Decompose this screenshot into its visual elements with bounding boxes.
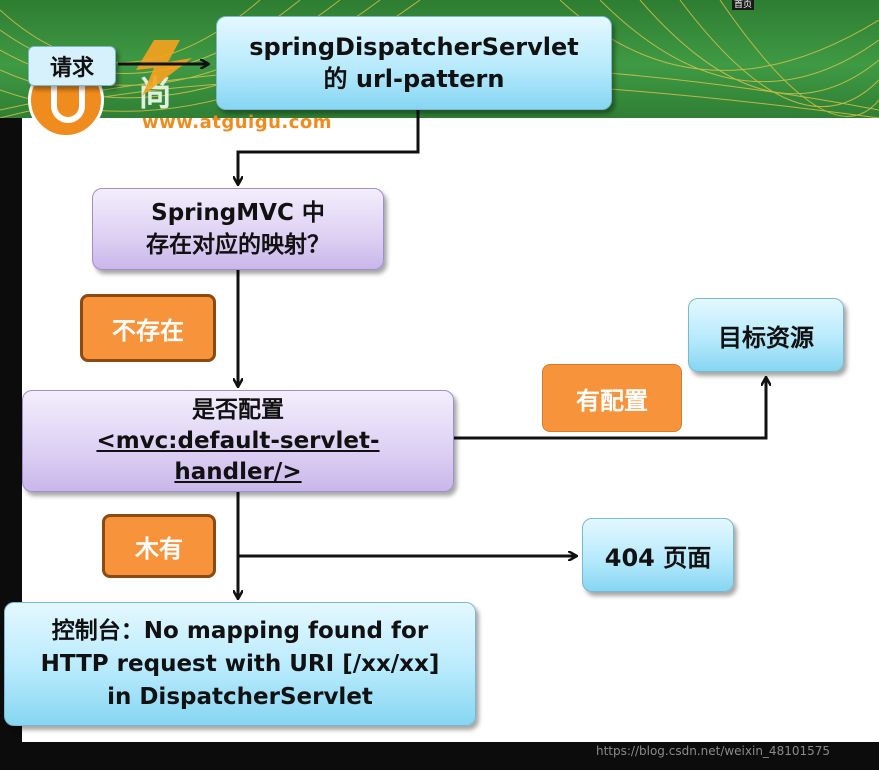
config-line-2: <mvc:default-servlet- (96, 427, 380, 454)
mapping-line-1: SpringMVC 中 (151, 200, 325, 226)
arrow-config-to-target (454, 378, 766, 440)
bottom-frame (0, 742, 879, 770)
config-line-1: 是否配置 (192, 396, 284, 423)
dispatcher-line-2: 的 url-pattern (323, 65, 505, 93)
mapping-check-node: SpringMVC 中 存在对应的映射？ (92, 188, 384, 270)
label-not-configured: 木有 (102, 514, 216, 578)
logo-site-url: www.atguigu.com (142, 112, 333, 133)
dispatcher-servlet-node: springDispatcherServlet 的 url-pattern (216, 16, 612, 110)
watermark: https://blog.csdn.net/weixin_48101575 (596, 744, 831, 758)
label-not-exist: 不存在 (80, 294, 216, 362)
target-resource-node: 目标资源 (688, 298, 844, 372)
config-check-node: 是否配置 <mvc:default-servlet- handler/> (22, 390, 454, 492)
label-configured: 有配置 (542, 364, 682, 432)
mapping-line-2: 存在对应的映射？ (146, 232, 330, 258)
arrow-dispatcher-to-mapping (238, 110, 420, 184)
page-404-node: 404 页面 (582, 518, 734, 592)
config-line-3: handler/> (174, 458, 302, 485)
corner-badge: 首页 (732, 0, 755, 10)
request-node: 请求 (28, 46, 116, 86)
console-line-2: HTTP request with URI [/xx/xx] (40, 650, 440, 677)
lightning-icon (136, 40, 192, 96)
console-line-3: in DispatcherServlet (107, 683, 373, 710)
dispatcher-line-1: springDispatcherServlet (249, 33, 579, 61)
console-message-node: 控制台：No mapping found for HTTP request wi… (4, 602, 476, 726)
console-line-1: 控制台：No mapping found for (51, 617, 429, 644)
